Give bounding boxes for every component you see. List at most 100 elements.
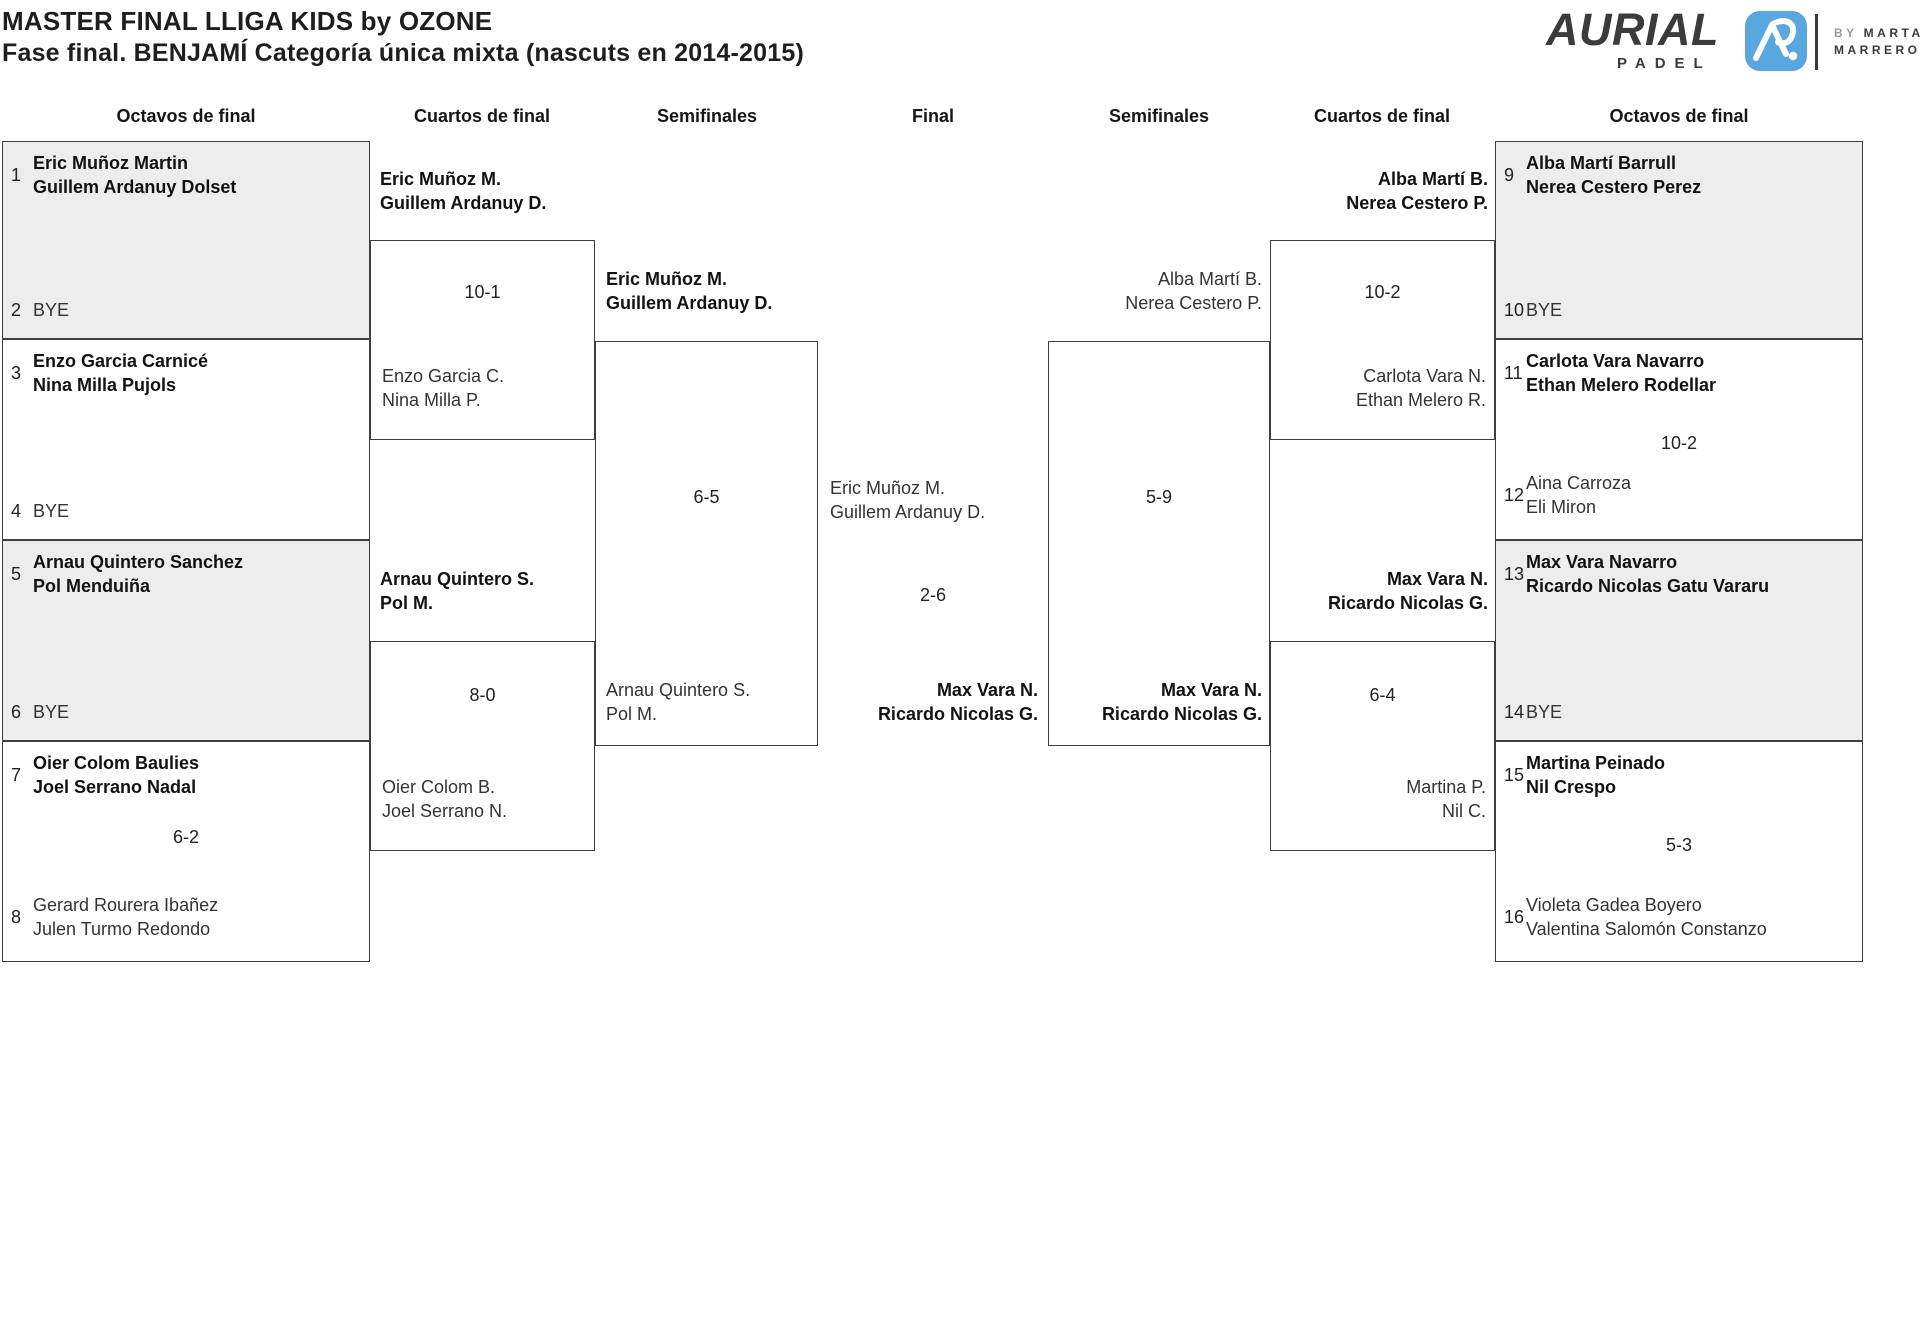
round-header-cuartos-left: Cuartos de final (413, 106, 551, 126)
padel-wordmark: PADEL (1617, 55, 1712, 72)
aurial-wordmark: AURIAL (1546, 4, 1719, 55)
match-box-sf-right (1048, 341, 1270, 746)
seed-number: 7 (11, 764, 22, 785)
page-subtitle: Fase final. BENJAMÍ Categoría única mixt… (2, 39, 804, 67)
team-line: Ethan Melero R. (1355, 390, 1486, 410)
team-line: Arnau Quintero S. (606, 680, 751, 700)
player-name: BYE (1526, 702, 1563, 722)
player-name: Ricardo Nicolas Gatu Vararu (1526, 576, 1770, 596)
seed-number: 5 (11, 563, 22, 584)
player-name: Gerard Rourera Ibañez (33, 895, 219, 915)
match-score: 6-2 (172, 827, 199, 847)
sf-right-score: 5-9 (1145, 487, 1172, 507)
player-name: Valentina Salomón Constanzo (1526, 919, 1767, 939)
player-name: Pol Menduiña (33, 576, 150, 596)
aurial-logo-icon (1745, 11, 1807, 71)
seed-number: 2 (11, 299, 22, 320)
team-line: Max Vara N. (1386, 569, 1488, 589)
player-name: Enzo Garcia Carnicé (33, 351, 209, 371)
byline-name1: MARTA (1863, 26, 1920, 40)
sf-left-score: 6-5 (693, 487, 720, 507)
match-box-qf-right-1 (1270, 240, 1495, 440)
match-box-sf-left (595, 341, 818, 746)
match-box-qf-right-2 (1270, 641, 1495, 851)
final-team-right-winner: Max Vara N.Ricardo Nicolas G. (878, 678, 1038, 726)
team-line: Guillem Ardanuy D. (830, 502, 986, 522)
round-header-octavos-left: Octavos de final (116, 106, 256, 126)
sf-right-loser: Alba Martí B.Nerea Cestero P. (1125, 267, 1262, 315)
match-score: 10-2 (1660, 433, 1698, 453)
seed-number: 3 (11, 362, 22, 383)
sf-left-loser: Arnau Quintero S.Pol M. (606, 678, 750, 726)
seed-number: 6 (11, 701, 22, 722)
round-header-semis-left: Semifinales (656, 106, 758, 126)
player-name: Eli Miron (1526, 497, 1597, 517)
seed-number: 4 (11, 500, 22, 521)
byline-prefix: BY (1834, 26, 1858, 40)
qf-left-1-score: 10-1 (464, 282, 501, 302)
sf-right-winner: Max Vara N. Ricardo Nicolas G. (1102, 678, 1262, 726)
player-name: Nerea Cestero Perez (1526, 177, 1702, 197)
team-line: Nerea Cestero P. (1346, 193, 1488, 213)
team-line: Max Vara N. (1160, 680, 1262, 700)
qf-right-1-loser: Carlota Vara N. Ethan Melero R. (1356, 364, 1486, 412)
seed-number: 8 (11, 906, 22, 927)
player-name: Eric Muñoz Martin (33, 153, 189, 173)
qf-left-1-loser: Enzo Garcia C. Nina Milla P. (382, 364, 504, 412)
team-line: Martina P. (1406, 777, 1486, 797)
player-name: Martina Peinado (1526, 753, 1666, 773)
team-line: Ricardo Nicolas G. (1327, 593, 1488, 613)
match-box-qf-left-1 (370, 240, 595, 440)
seed-number: 15 (1504, 764, 1525, 785)
team-line: Guillem Ardanuy D. (380, 193, 547, 213)
team-line: Eric Muñoz M. (830, 478, 946, 498)
round-header-cuartos-right: Cuartos de final (1313, 106, 1451, 126)
team-line: Carlota Vara N. (1363, 366, 1486, 386)
player-name: Julen Turmo Redondo (33, 919, 211, 939)
seed-number: 12 (1504, 484, 1525, 505)
match-score: 5-3 (1665, 835, 1692, 855)
player-name: Carlota Vara Navarro (1526, 351, 1705, 371)
team-line: Arnau Quintero S. (380, 569, 535, 589)
seed-number: 9 (1504, 164, 1515, 185)
aurial-monogram-icon (1753, 18, 1798, 61)
team-line: Ricardo Nicolas G. (1101, 704, 1262, 724)
player-name: Violeta Gadea Boyero (1526, 895, 1702, 915)
seed-number: 13 (1504, 563, 1525, 584)
qf-right-1-score: 10-2 (1364, 282, 1401, 302)
logo-divider (1815, 14, 1818, 70)
team-line: Guillem Ardanuy D. (606, 293, 773, 313)
team-line: Nina Milla P. (382, 390, 481, 410)
team-line: Enzo Garcia C. (382, 366, 505, 386)
team-line: Nerea Cestero P. (1125, 293, 1262, 313)
player-name: Aina Carroza (1526, 473, 1632, 493)
team-line: Joel Serrano N. (382, 801, 508, 821)
round-header-final: Final (911, 106, 955, 126)
qf-right-2-loser: Martina P.Nil C. (1406, 775, 1486, 823)
match-box-qf-left-2 (370, 641, 595, 851)
qf-right-2-winner: Max Vara N. Ricardo Nicolas G. (1328, 567, 1488, 615)
qf-right-1-winner: Alba Martí B.Nerea Cestero P. (1346, 167, 1488, 215)
player-name: Guillem Ardanuy Dolset (33, 177, 237, 197)
seed-number: 14 (1504, 701, 1525, 722)
final-team-left: Eric Muñoz M. Guillem Ardanuy D. (830, 476, 985, 524)
final-score: 2-6 (919, 585, 946, 605)
team-line: Max Vara N. (936, 680, 1038, 700)
seed-number: 11 (1504, 362, 1523, 383)
qf-left-2-score: 8-0 (469, 685, 496, 705)
player-name: Ethan Melero Rodellar (1526, 375, 1717, 395)
seed-number: 16 (1504, 906, 1525, 927)
player-name: Nil Crespo (1526, 777, 1617, 797)
qf-right-2-score: 6-4 (1369, 685, 1396, 705)
round-header-semis-right: Semifinales (1108, 106, 1210, 126)
seed-number: 1 (11, 164, 22, 185)
